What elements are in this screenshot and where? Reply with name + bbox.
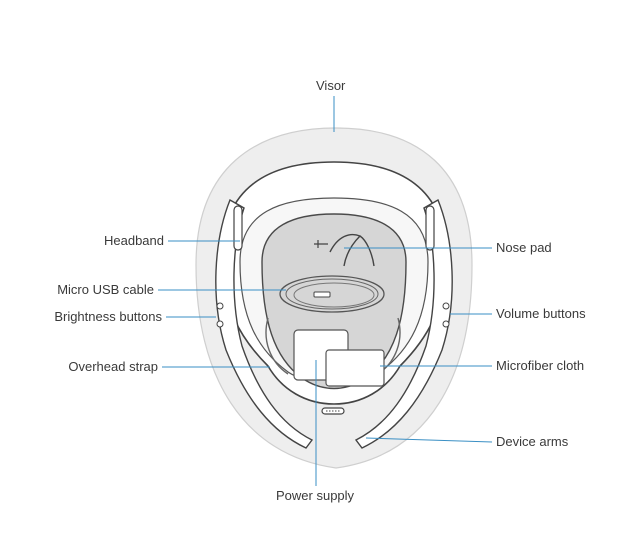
headband-pad-left [233, 205, 243, 251]
label-headband: Headband [104, 233, 164, 248]
label-volume-buttons: Volume buttons [496, 306, 586, 321]
nose-pad-clip [314, 240, 328, 248]
label-visor: Visor [316, 78, 346, 93]
device-arm-right [354, 198, 453, 449]
device-arm-left [215, 198, 314, 449]
label-device-arms: Device arms [496, 434, 569, 449]
label-power-supply: Power supply [276, 488, 355, 503]
label-brightness-buttons: Brightness buttons [54, 309, 162, 324]
label-overhead-strap: Overhead strap [68, 359, 158, 374]
label-nose-pad: Nose pad [496, 240, 552, 255]
brightness-button-top [216, 302, 224, 310]
headband-pad-right [425, 205, 435, 251]
volume-button-bottom [442, 320, 450, 328]
microfiber-cloth [325, 349, 385, 387]
cable-coil-outer [279, 275, 385, 313]
brightness-button-bottom [216, 320, 224, 328]
label-micro-usb-cable: Micro USB cable [57, 282, 154, 297]
nose-pad [329, 233, 375, 267]
volume-button-top [442, 302, 450, 310]
leader-device-arms [365, 437, 493, 443]
cable-coil-mid [285, 278, 379, 310]
label-microfiber-cloth: Microfiber cloth [496, 358, 585, 373]
cable-coil-inner [293, 282, 375, 308]
usb-connector [313, 291, 331, 298]
leader-lines [158, 96, 493, 486]
